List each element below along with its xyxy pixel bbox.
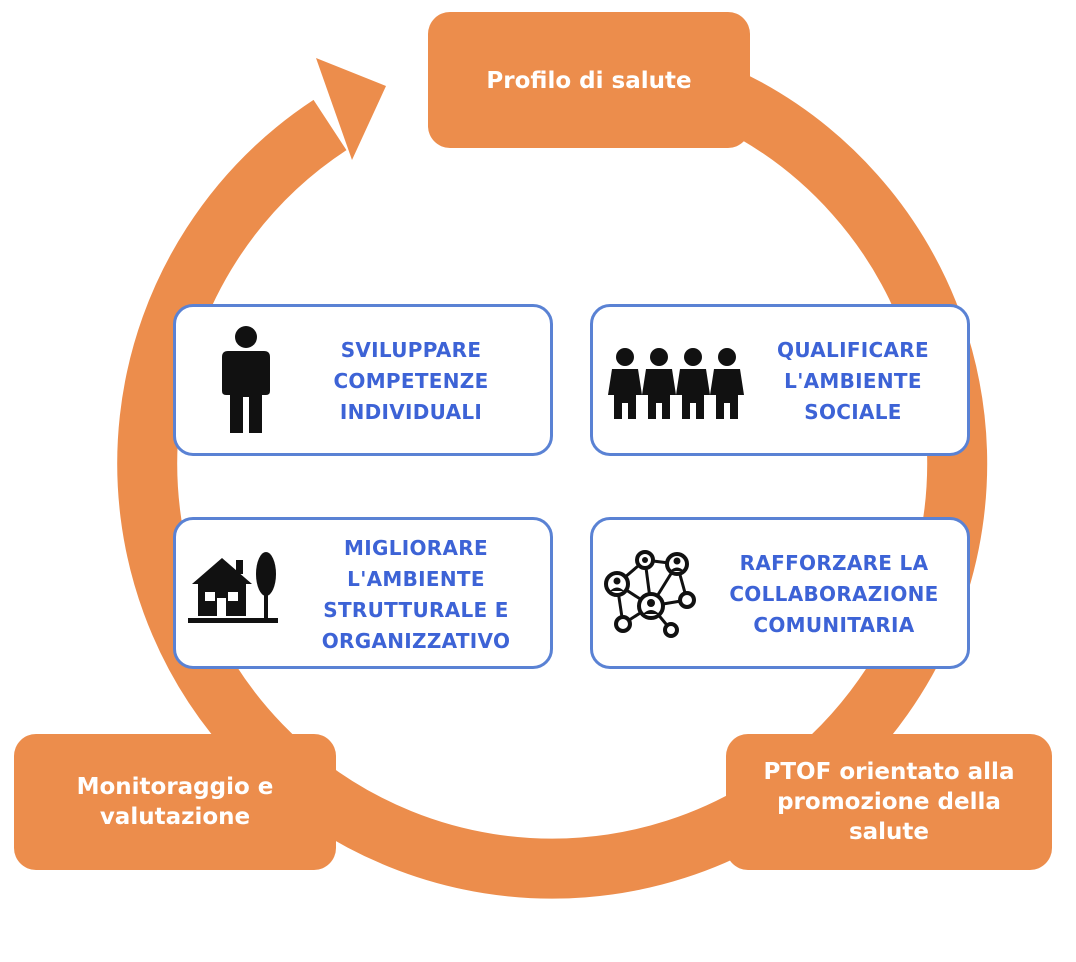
cycle-arrowhead: [316, 58, 386, 160]
area-competenze-individuali: SVILUPPARE COMPETENZE INDIVIDUALI: [173, 304, 553, 456]
area-label: MIGLIORARE L'AMBIENTE STRUTTURALE E ORGA…: [321, 536, 511, 653]
stage-profilo-di-salute: Profilo di salute: [428, 12, 750, 148]
person-icon: [222, 326, 270, 433]
network-icon: [604, 550, 696, 638]
stage-ptof: PTOF orientato alla promozione della sal…: [726, 734, 1052, 870]
area-label: SVILUPPARE COMPETENZE INDIVIDUALI: [333, 338, 489, 424]
area-label: QUALIFICARE L'AMBIENTE SOCIALE: [777, 338, 929, 424]
stage-label: Monitoraggio e valutazione: [76, 774, 274, 830]
area-label: RAFFORZARE LA COLLABORAZIONE COMUNITARIA: [729, 551, 939, 637]
house-tree-icon: [188, 552, 278, 623]
stage-label: Profilo di salute: [486, 68, 692, 94]
group-icon: [608, 348, 744, 419]
area-collaborazione-comunitaria: RAFFORZARE LA COLLABORAZIONE COMUNITARIA: [590, 517, 970, 669]
stage-label: PTOF orientato alla promozione della sal…: [763, 759, 1015, 845]
stage-monitoraggio: Monitoraggio e valutazione: [14, 734, 336, 870]
area-ambiente-strutturale: MIGLIORARE L'AMBIENTE STRUTTURALE E ORGA…: [173, 517, 553, 669]
area-ambiente-sociale: QUALIFICARE L'AMBIENTE SOCIALE: [590, 304, 970, 456]
